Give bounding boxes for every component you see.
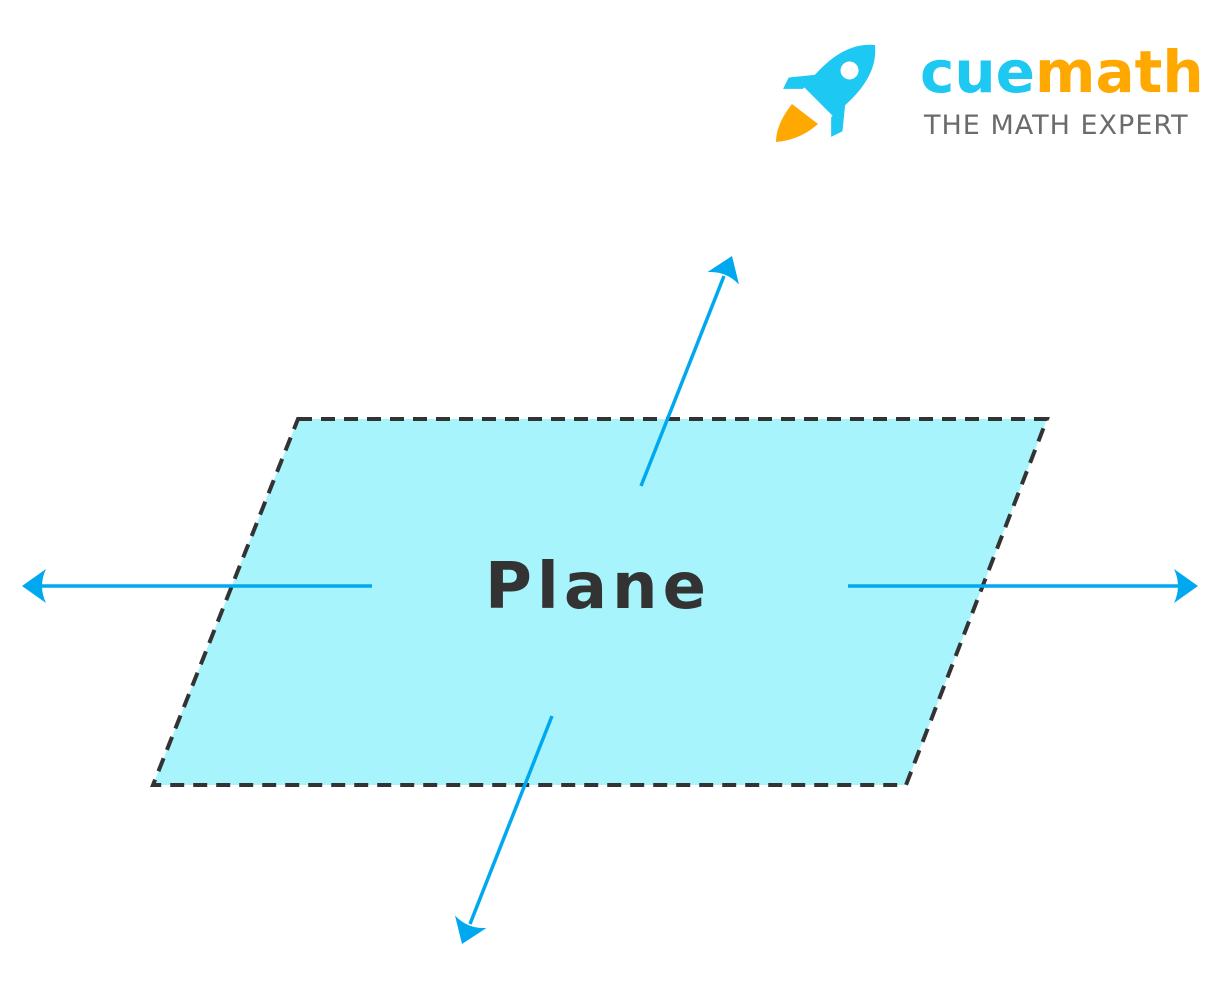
plane-label: Plane <box>485 550 711 624</box>
brand-cue: cue <box>920 38 1035 106</box>
brand-tagline: THE MATH EXPERT <box>923 110 1189 141</box>
rocket-icon <box>776 44 876 142</box>
arrow-down-icon <box>446 715 554 951</box>
plane-shape <box>150 417 1050 787</box>
cuemath-logo: cuemath THE MATH EXPERT <box>776 38 1204 142</box>
arrow-left-icon <box>22 569 372 603</box>
brand-math: math <box>1035 38 1204 106</box>
arrow-up-icon <box>639 249 748 487</box>
svg-text:cuemath: cuemath <box>920 38 1204 106</box>
arrow-right-icon <box>848 569 1198 603</box>
